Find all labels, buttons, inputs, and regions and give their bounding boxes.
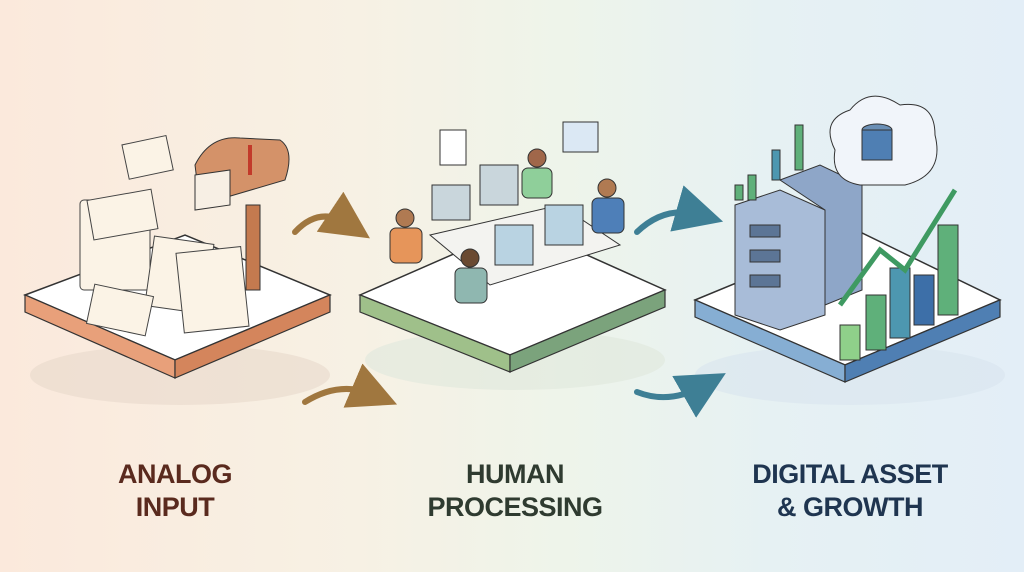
mailbox-icon [194, 137, 290, 291]
stage-label-line: ANALOG [118, 459, 233, 489]
stage-label-line: PROCESSING [427, 492, 603, 522]
cloud-database-icon [829, 95, 938, 186]
stage-label-analog-input: ANALOG INPUT [60, 458, 290, 524]
stage-label-line: DIGITAL ASSET [752, 459, 948, 489]
processing-platform [358, 224, 667, 390]
workstation-icon [389, 121, 625, 304]
stage-label-digital-asset: DIGITAL ASSET & GROWTH [715, 458, 985, 524]
stage-label-line: HUMAN [466, 459, 565, 489]
stage-label-human-processing: HUMAN PROCESSING [400, 458, 630, 524]
paper-stack-icon [79, 134, 250, 337]
growth-chart-icon [734, 124, 959, 361]
flow-arrow-icon [292, 185, 726, 418]
stage-label-line: INPUT [135, 492, 215, 522]
stage-label-line: & GROWTH [777, 492, 923, 522]
server-rack-icon [734, 164, 863, 331]
